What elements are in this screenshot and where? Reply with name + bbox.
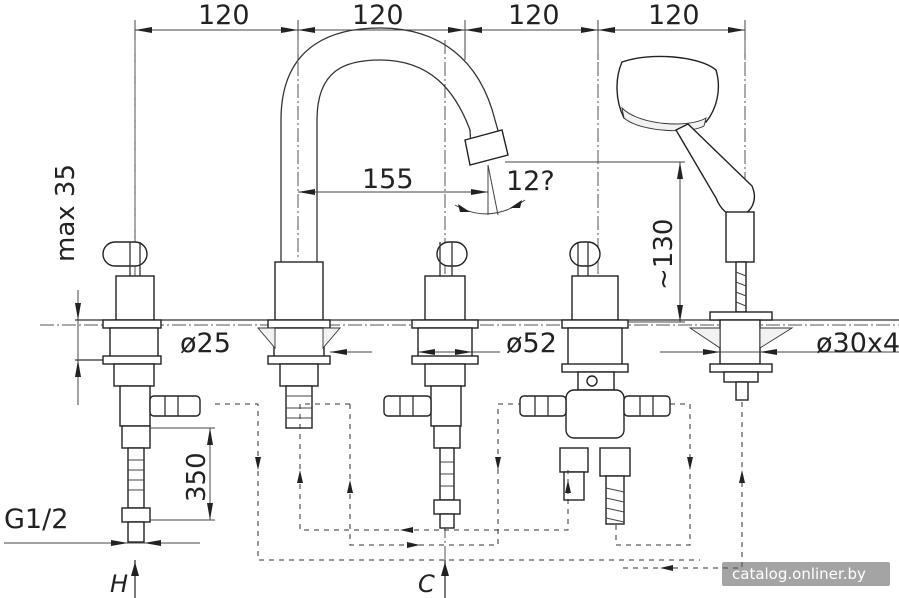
flow-routes <box>215 402 745 571</box>
top-spacing-dimension: 120 120 120 120 <box>134 0 746 320</box>
hole-30x4-label: ø30x4 <box>816 328 899 359</box>
angle-label: 12? <box>506 166 555 197</box>
cold-inlet-marker: C <box>418 560 449 598</box>
spacing-label-4: 120 <box>648 0 700 31</box>
reach-dimension: 155 <box>298 164 488 195</box>
spacing-label-3: 120 <box>508 0 560 31</box>
cold-valve <box>383 241 479 529</box>
spacing-label-1: 120 <box>198 0 250 31</box>
angle-dimension: 12? <box>454 164 555 216</box>
watermark: catalog.onliner.by <box>722 562 890 586</box>
hole-52-dimension: ø52 <box>418 328 557 359</box>
thread-dimension: G1/2 <box>4 504 200 546</box>
cold-label: C <box>418 570 435 598</box>
hose-length-label: 350 <box>182 452 212 502</box>
hand-shower <box>616 55 794 401</box>
spacing-label-2: 120 <box>352 0 404 31</box>
max-35-dimension: max 35 <box>51 164 81 405</box>
diverter <box>519 241 671 525</box>
hot-label: H <box>110 570 128 598</box>
max-35-label: max 35 <box>51 164 81 262</box>
hole-25-label: ø25 <box>180 328 231 359</box>
hole-52-label: ø52 <box>506 328 557 359</box>
hose-length-dimension: 350 <box>150 427 215 521</box>
spout-height-label: ~130 <box>649 219 679 290</box>
thread-label: G1/2 <box>4 504 68 535</box>
deck-hatch-spout: ø25 <box>180 327 372 359</box>
spout-height-dimension: ~130 <box>505 161 685 323</box>
hot-valve <box>102 241 201 543</box>
hot-inlet-marker: H <box>110 560 139 598</box>
hole-30x4-dimension: ø30x4 <box>660 328 899 359</box>
reach-label: 155 <box>362 164 414 195</box>
watermark-text: catalog.onliner.by <box>732 565 866 583</box>
spout <box>267 27 509 429</box>
